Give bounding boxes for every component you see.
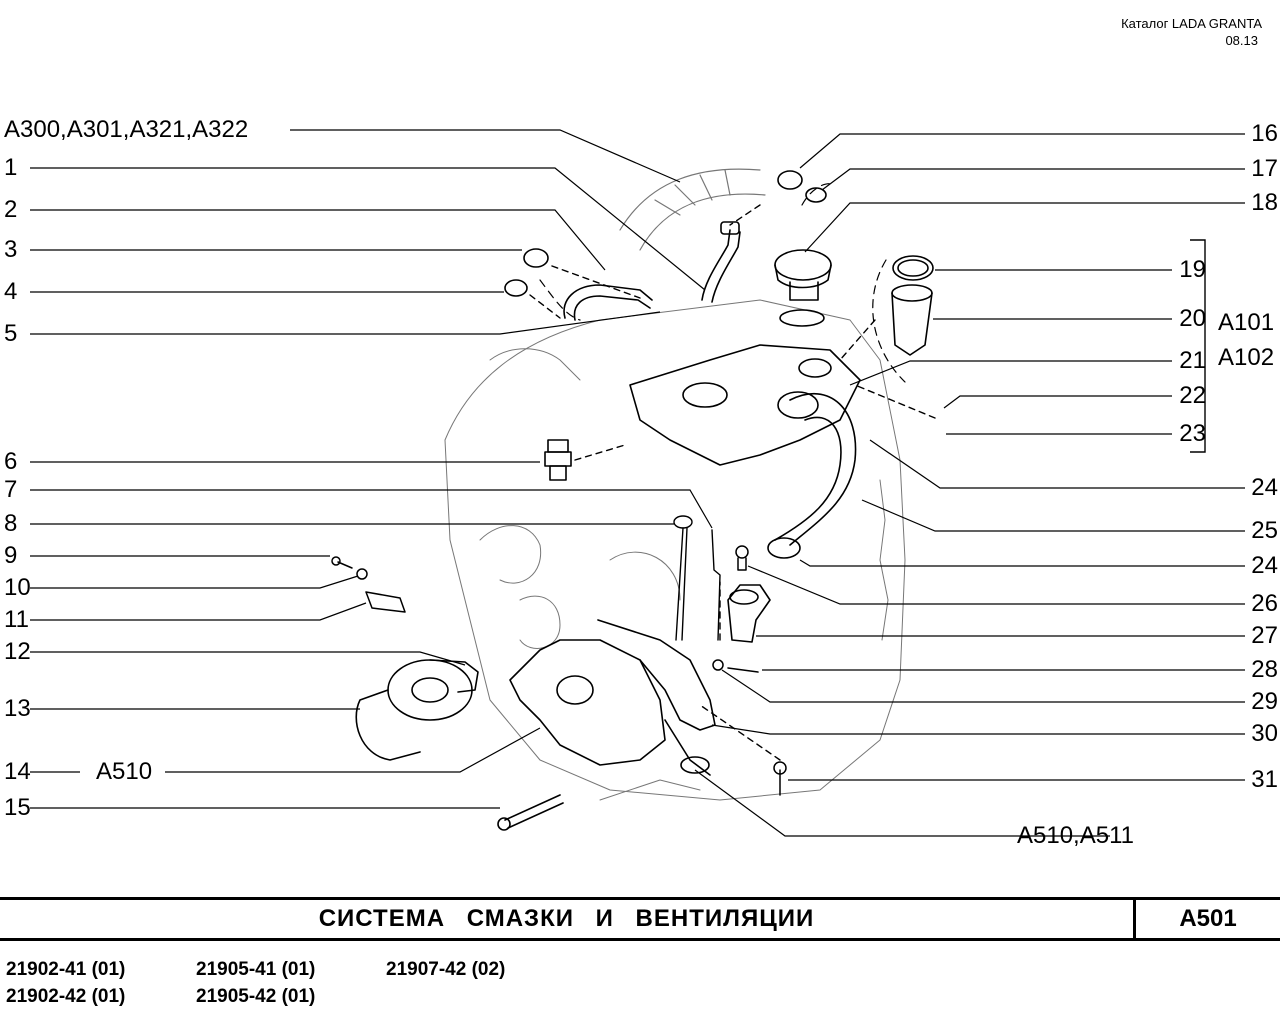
callout-label: 28 [1251,656,1278,683]
callout-label: 26 [1251,590,1278,617]
leader-line [799,133,1245,169]
leader-line [694,769,1110,837]
leader-line [30,651,466,666]
callout-label: 30 [1251,720,1278,747]
leader-line [30,489,713,529]
callout-label: 7 [4,476,18,503]
section-title: СИСТЕМА СМАЗКИ И ВЕНТИЛЯЦИИ [318,905,815,932]
group-label: A101 [1218,309,1275,336]
model-code: 21907-42 (02) [386,959,506,980]
leader-line [861,499,1245,532]
callout-label: A300,A301,A321,A322 [4,116,249,143]
large-vent-hose [774,393,857,546]
group-arcs [539,183,906,383]
leader-line [943,395,1172,409]
callout-label: 3 [4,236,18,263]
leader-line [290,129,681,183]
leader-line [165,727,541,773]
callout-label: 1 [4,154,18,181]
callout-label: 13 [4,695,31,722]
callout-label: 10 [4,574,31,601]
oil-filter [355,659,479,761]
callout-label: 22 [1179,382,1206,409]
small-fasteners [331,545,787,796]
leader-line [30,575,359,589]
title-bar: СИСТЕМА СМАЗКИ И ВЕНТИЛЯЦИИ A501 [0,897,1280,941]
callout-label: 31 [1251,766,1278,793]
leader-line [711,724,1245,735]
callout-label: 29 [1251,688,1278,715]
callout-label: 21 [1179,347,1206,374]
vent-hoses [563,221,741,321]
leader-line [821,168,1245,191]
exploded-parts-diagram [30,129,1245,837]
oil-filler-cap [774,249,832,327]
callout-label: A510,A511 [1017,822,1134,849]
model-code: 21905-42 (01) [196,986,316,1007]
oil-pressure-sensor [544,439,572,481]
long-bolt [497,794,564,831]
group-label: A102 [1218,344,1275,371]
callout-label: 24 [1251,552,1278,579]
model-code: 21902-42 (01) [6,986,126,1007]
leader-line [30,209,606,271]
assembly-arrows [529,204,936,761]
leader-lines [30,129,1245,837]
callout-label: A510 [96,758,153,785]
callout-label: 24 [1251,474,1278,501]
model-code: 21905-41 (01) [196,959,316,980]
callout-label: 19 [1179,256,1206,283]
catalog-date: 08.13 [1225,33,1258,48]
leader-line [799,559,1245,567]
leader-line [869,439,1245,489]
air-duct-hose [619,168,766,251]
hose-clamps [504,170,827,559]
catalog-header: Каталог LADA GRANTA [1121,16,1262,31]
leader-line [30,167,706,291]
leader-line [721,669,1245,703]
callout-label: 17 [1251,155,1278,182]
leader-line [30,602,367,621]
callout-label: 6 [4,448,18,475]
callout-label: 15 [4,794,31,821]
callout-label: 12 [4,638,31,665]
callout-label: 16 [1251,120,1278,147]
leader-line [804,202,1245,253]
callout-label: 2 [4,196,18,223]
callout-label: 23 [1179,420,1206,447]
callout-label: 11 [4,606,29,633]
engine-block-outline [444,299,906,801]
callout-label: 9 [4,542,18,569]
callout-label: 25 [1251,517,1278,544]
group-bracket [1190,239,1206,453]
section-code: A501 [1179,905,1237,932]
leader-line [30,311,661,335]
callout-label: 4 [4,278,18,305]
oil-pump-housing [509,619,716,776]
callout-label: 14 [4,758,31,785]
callout-label: 18 [1251,189,1278,216]
callout-label: 20 [1179,305,1206,332]
model-code: 21902-41 (01) [6,959,126,980]
dipstick [673,515,721,641]
callout-label: 8 [4,510,18,537]
breather-fitting [727,584,771,643]
callout-label: 5 [4,320,18,347]
leader-line [849,360,1172,386]
callout-label: 27 [1251,622,1278,649]
leader-line [747,565,1245,605]
o-ring-and-tube [891,255,934,356]
camshaft-cover [629,344,861,466]
